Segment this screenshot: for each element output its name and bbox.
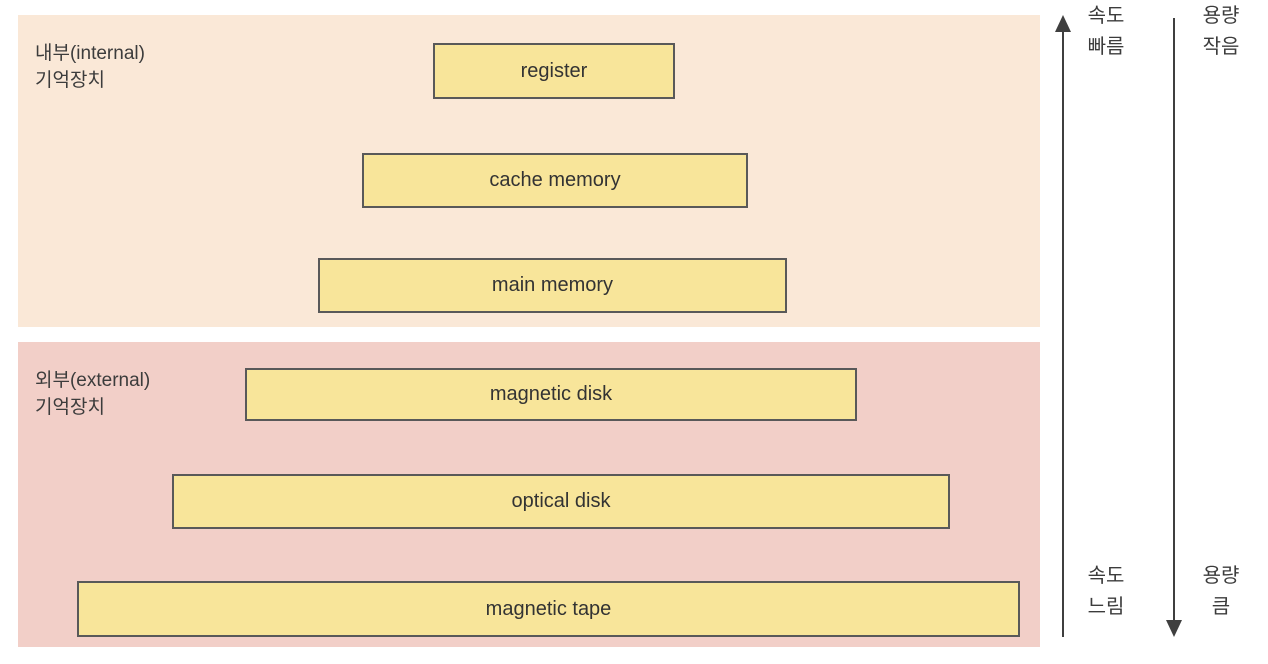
- speed-fast-label: 속도 빠름: [1061, 1, 1151, 63]
- main-memory-label: main memory: [491, 274, 614, 296]
- speed-slow-line2: 느림: [1087, 596, 1125, 618]
- internal-label-line2: 기억장치: [35, 70, 105, 91]
- capacity-small-label: 용량 작음: [1176, 1, 1266, 63]
- memory-box-register: register: [433, 43, 675, 99]
- speed-fast-line2: 빠름: [1087, 36, 1125, 58]
- memory-box-optical-disk: optical disk: [172, 474, 950, 529]
- capacity-large-line1: 용량: [1202, 565, 1240, 587]
- memory-box-cache-memory: cache memory: [362, 153, 748, 208]
- internal-section-label: 내부(internal) 기억장치: [35, 40, 145, 94]
- capacity-large-line2: 큼: [1211, 596, 1231, 618]
- optical-disk-label: optical disk: [511, 490, 611, 512]
- external-section-label: 외부(external) 기억장치: [35, 367, 150, 421]
- external-label-line1: 외부(external): [35, 370, 151, 391]
- speed-slow-label: 속도 느림: [1061, 561, 1151, 623]
- speed-axis-line: [1062, 30, 1064, 637]
- register-label: register: [520, 59, 588, 82]
- internal-label-line1: 내부(internal): [35, 43, 145, 64]
- speed-slow-line1: 속도: [1087, 565, 1125, 587]
- magnetic-tape-label: magnetic tape: [485, 597, 612, 620]
- capacity-arrow-down-icon: [1166, 620, 1182, 637]
- speed-fast-line1: 속도: [1087, 5, 1125, 27]
- capacity-axis-line: [1173, 18, 1175, 620]
- cache-memory-label: cache memory: [489, 169, 621, 191]
- memory-box-magnetic-disk: magnetic disk: [245, 368, 857, 421]
- memory-box-magnetic-tape: magnetic tape: [77, 581, 1020, 637]
- capacity-small-line1: 용량: [1202, 5, 1240, 27]
- capacity-large-label: 용량 큼: [1176, 561, 1266, 623]
- magnetic-disk-label: magnetic disk: [489, 383, 613, 405]
- memory-box-main-memory: main memory: [318, 258, 787, 313]
- capacity-small-line2: 작음: [1202, 36, 1240, 58]
- external-label-line2: 기억장치: [35, 397, 105, 418]
- speed-arrow-up-icon: [1055, 15, 1071, 32]
